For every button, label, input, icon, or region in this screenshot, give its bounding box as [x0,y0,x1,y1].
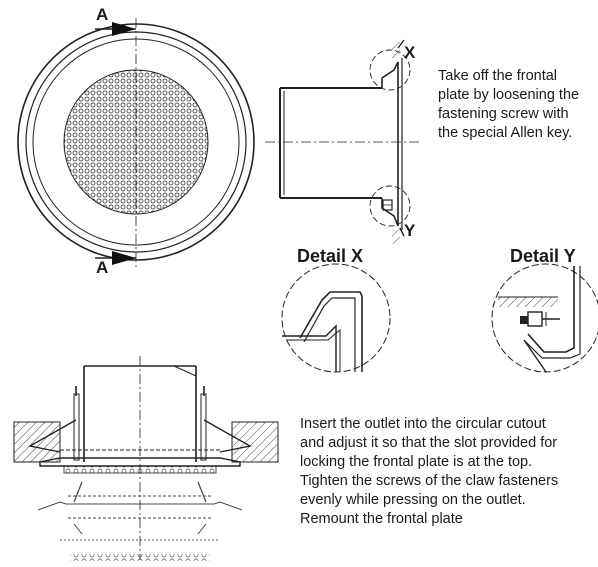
plate-exploded-view [37,481,243,561]
detail-x-title: Detail X [297,246,364,266]
instruction-line: locking the frontal plate is at the top. [300,454,533,470]
side-view-outlet [265,39,420,244]
detail-y-title: Detail Y [510,246,576,266]
section-arrow-bottom [95,251,136,265]
instruction-line: evenly while pressing on the outlet. [300,492,526,508]
section-label-a-top: A [96,5,109,24]
instruction-line: the special Allen key. [438,125,573,141]
installation-view [13,356,279,560]
detail-marker-y: Y [404,221,416,240]
instruction-line: fastening screw with [438,106,569,122]
detail-marker-x: X [404,43,416,62]
instruction-line: Take off the frontal [438,68,558,84]
section-label-a-bottom: A [96,258,109,277]
section-arrow-top [95,22,136,36]
instruction-line: plate by loosening the [438,87,580,103]
detail-y-drawing [491,263,598,373]
detail-x-drawing [281,263,391,373]
instruction-remove-plate: Take off the frontal plate by loosening … [438,67,598,143]
front-view-outlet [17,18,255,268]
instruction-install-outlet: Insert the outlet into the circular cuto… [300,415,598,529]
instruction-line: Remount the frontal plate [300,511,463,527]
instruction-line: and adjust it so that the slot provided … [300,435,558,451]
instruction-line: Insert the outlet into the circular cuto… [300,416,546,432]
instruction-line: Tighten the screws of the claw fasteners [300,473,559,489]
